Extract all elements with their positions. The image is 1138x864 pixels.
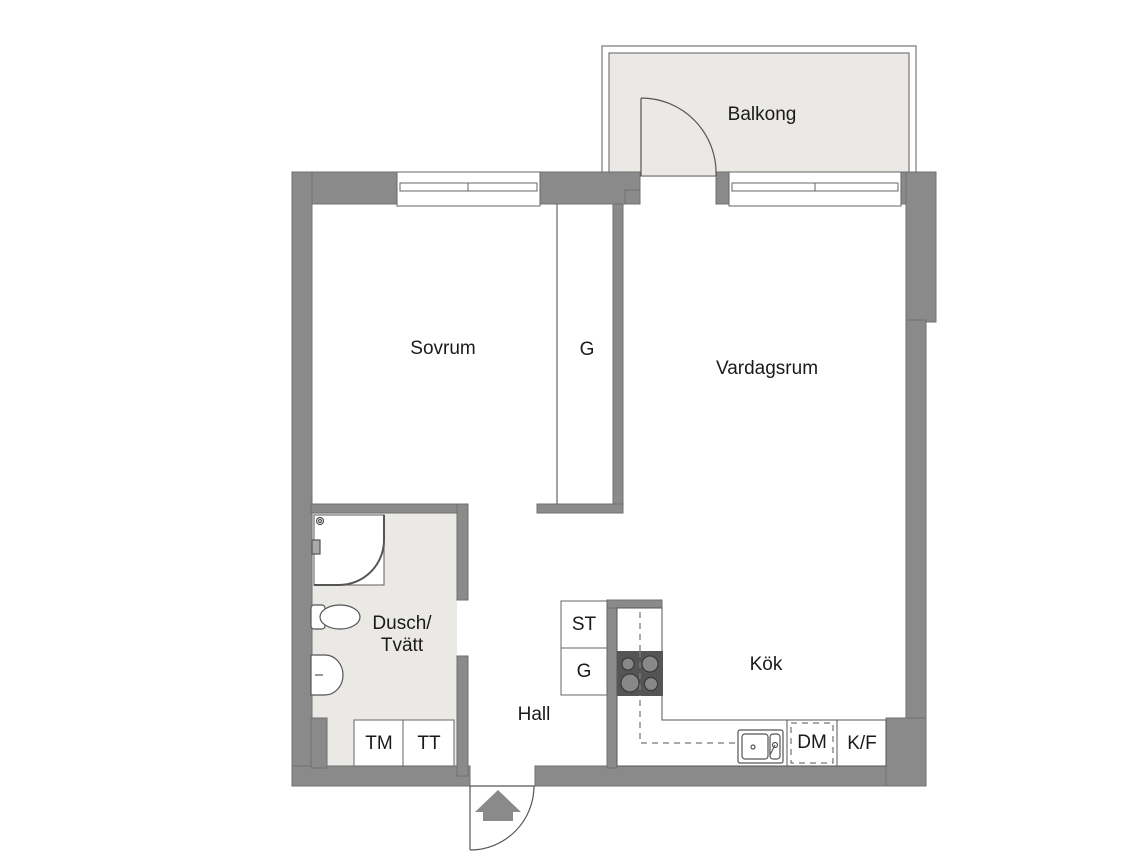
- room-label-kok: Kök: [749, 654, 783, 675]
- hall-cabinets: [560, 600, 608, 696]
- fixture-label-st: ST: [571, 614, 597, 635]
- kitchen-sink: [737, 729, 784, 764]
- window-bedroom: [396, 171, 541, 207]
- window-living: [728, 171, 902, 207]
- entrance-arrow-icon: [475, 790, 521, 821]
- fixture-label-g: G: [576, 661, 592, 682]
- room-label-dusch: Dusch/: [372, 613, 432, 634]
- fixture-label-tm: TM: [365, 733, 393, 754]
- toilet: [310, 604, 361, 630]
- fixture-label-kf: K/F: [847, 733, 877, 754]
- kitchen-counter: [616, 607, 887, 767]
- shower: [311, 514, 385, 586]
- fixture-label-dm: DM: [797, 732, 827, 753]
- balcony-door: [640, 97, 717, 177]
- room-label-balkong: Balkong: [727, 104, 797, 125]
- room-label-vardagsrum: Vardagsrum: [715, 358, 819, 379]
- stove: [617, 651, 663, 696]
- fixture-label-tt: TT: [417, 733, 441, 754]
- room-label-tvatt: Tvätt: [380, 635, 424, 656]
- room-label-sovrum: Sovrum: [410, 338, 476, 359]
- balcony: [601, 45, 917, 177]
- laundry-appliances: [353, 719, 455, 767]
- entrance-door: [469, 785, 535, 851]
- room-label-hall: Hall: [517, 704, 551, 725]
- washbasin: [310, 654, 344, 696]
- walls: [291, 171, 937, 787]
- room-label-garderob: G: [579, 339, 595, 360]
